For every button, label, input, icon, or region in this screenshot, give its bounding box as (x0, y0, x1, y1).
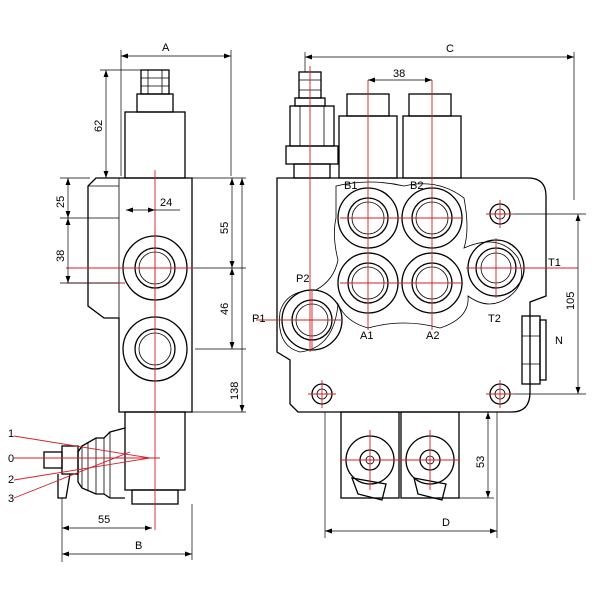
dimension-53: 53 (459, 411, 494, 499)
dimension-d: D (324, 412, 498, 538)
spool-caps-top (338, 93, 462, 179)
dim-label-38-side: 38 (55, 250, 67, 262)
side-centerlines (66, 170, 195, 530)
dim-label-105: 105 (565, 292, 577, 310)
side-hex-nut (136, 69, 174, 113)
front-port-boss (279, 181, 522, 353)
dimension-55-bottom: 55 (61, 498, 152, 562)
dimension-62: 62 (93, 69, 141, 179)
dim-label-25: 25 (55, 196, 67, 208)
port-label-b1: B1 (344, 180, 357, 192)
port-label-a1: A1 (360, 330, 373, 342)
dimension-55-46-138: 55 46 138 (192, 177, 246, 413)
dimension-38-top: 38 (368, 68, 432, 83)
port-label-p2: P2 (296, 273, 309, 285)
port-label-a2: A2 (426, 330, 439, 342)
dim-label-55: 55 (219, 222, 231, 234)
dim-label-62: 62 (93, 120, 105, 132)
side-main-body (87, 177, 193, 413)
dim-label-b: B (135, 540, 142, 552)
side-upper-cap (124, 111, 186, 179)
relief-valve (285, 71, 339, 179)
lever-position-1: 1 (8, 428, 14, 440)
dim-label-d: D (442, 517, 450, 529)
lever-angle-lines (13, 435, 160, 499)
dim-label-55-bottom: 55 (98, 514, 110, 526)
lever-position-3: 3 (8, 493, 14, 505)
dim-label-c: C (446, 43, 454, 55)
dim-label-24: 24 (160, 197, 172, 209)
dimension-c: C (304, 43, 575, 200)
port-label-b2: B2 (410, 180, 423, 192)
dim-label-38-top: 38 (393, 68, 405, 80)
dim-label-46: 46 (219, 303, 231, 315)
front-main-body (276, 177, 547, 413)
dimension-24: 24 (126, 197, 180, 213)
port-label-n: N (555, 335, 563, 347)
dimension-105: 105 (514, 213, 586, 395)
dim-label-53: 53 (475, 456, 487, 468)
dimension-a: A (120, 42, 232, 176)
port-label-t2: T2 (488, 313, 501, 325)
lever-position-0: 0 (8, 453, 14, 465)
front-centerlines (256, 66, 578, 490)
dim-label-138: 138 (229, 382, 241, 400)
spool-housings-bottom (340, 411, 460, 501)
port-label-t1: T1 (548, 257, 561, 269)
lever-position-2: 2 (8, 474, 14, 486)
dimension-25-38: 25 38 (55, 177, 119, 284)
dim-label-a: A (162, 42, 170, 54)
dimension-b: B (62, 504, 193, 560)
plug-n (521, 315, 547, 385)
side-view: A 62 25 38 24 (8, 42, 246, 562)
port-label-p1: P1 (252, 313, 265, 325)
front-view: B1 B2 A1 A2 T1 T2 P1 P2 N C 38 105 (252, 43, 586, 538)
